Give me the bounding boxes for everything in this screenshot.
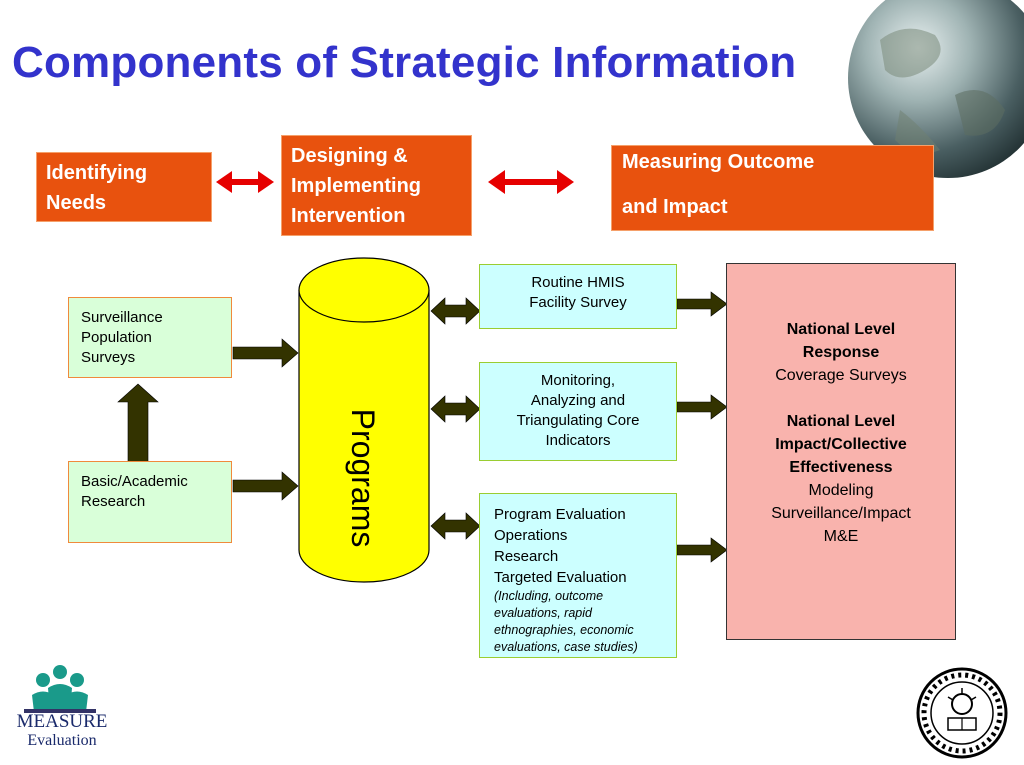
- evaluation-line-2: Operations: [494, 527, 568, 544]
- identifying-needs-box: Identifying Needs: [36, 152, 212, 222]
- national-level-box: National Level Response Coverage Surveys…: [726, 263, 956, 640]
- evaluation-note-line-1: (Including, outcome: [494, 589, 604, 603]
- monitoring-line-4: Indicators: [545, 432, 611, 449]
- red-double-arrow-left: [216, 171, 274, 193]
- arrow-research-to-programs: [232, 471, 299, 501]
- measuring-line-2: and Impact: [622, 196, 728, 218]
- identifying-needs-line-1: Identifying: [46, 162, 148, 184]
- evaluation-line-3: Research: [494, 548, 559, 565]
- arrow-research-to-surveillance: [117, 383, 159, 463]
- evaluation-note-line-3: ethnographies, economic: [494, 623, 634, 637]
- heading1-line-1: National Level: [786, 321, 896, 338]
- basic-research-line-2: Research: [81, 493, 146, 510]
- surveillance-line-1: Surveillance: [81, 309, 163, 326]
- monitoring-line-3: Triangulating Core: [516, 412, 640, 429]
- arrow-surveillance-to-programs: [232, 338, 299, 368]
- routine-line-2: Facility Survey: [529, 294, 627, 311]
- evaluation-line-1: Program Evaluation: [494, 506, 626, 523]
- programs-cylinder: [298, 257, 430, 583]
- logo-line-1: MEASURE: [16, 711, 108, 732]
- measuring-line-1: Measuring Outcome: [622, 151, 815, 173]
- arrow-routine-to-national: [676, 291, 728, 317]
- arrow-evaluation-to-national: [676, 537, 728, 563]
- heading2-line-2: Impact/Collective: [775, 436, 907, 453]
- surveillance-line-3: Surveys: [81, 349, 136, 366]
- program-evaluation-box: Program Evaluation Operations Research T…: [479, 493, 677, 658]
- page-title: Components of Strategic Information: [12, 38, 797, 87]
- red-double-arrow-right: [488, 170, 574, 194]
- measuring-outcome-box: Measuring Outcome and Impact: [611, 145, 934, 231]
- heading2-line-1: National Level: [786, 413, 896, 430]
- surveillance-line-2: Population: [81, 329, 152, 346]
- monitoring-box: Monitoring, Analyzing and Triangulating …: [479, 362, 677, 461]
- monitoring-line-2: Analyzing and: [530, 392, 626, 409]
- designing-line-3: Intervention: [291, 205, 406, 227]
- logo-line-2: Evaluation: [27, 732, 97, 749]
- basic-research-line-1: Basic/Academic: [81, 473, 188, 490]
- routine-line-1: Routine HMIS: [531, 274, 625, 291]
- arrow-monitoring-to-national: [676, 394, 728, 420]
- coverage-surveys-text: Coverage Surveys: [775, 367, 907, 384]
- heading1-line-2: Response: [802, 344, 880, 361]
- monitoring-line-1: Monitoring,: [540, 372, 616, 389]
- heading2-line-3: Effectiveness: [789, 459, 893, 476]
- routine-hmis-box: Routine HMIS Facility Survey: [479, 264, 677, 329]
- text2-line-2: Surveillance/Impact: [771, 505, 911, 522]
- text2-line-3: M&E: [823, 528, 859, 545]
- identifying-needs-line-2: Needs: [46, 192, 107, 214]
- designing-implementing-box: Designing & Implementing Intervention: [281, 135, 472, 236]
- evaluation-note-line-2: evaluations, rapid: [494, 606, 592, 620]
- measure-logo-text: MEASURE Evaluation: [14, 712, 110, 750]
- evaluation-note-line-4: evaluations, case studies): [494, 640, 638, 654]
- text2-line-1: Modeling: [808, 482, 874, 499]
- designing-line-2: Implementing: [291, 175, 422, 197]
- evaluation-line-4: Targeted Evaluation: [494, 569, 627, 586]
- basic-research-box: Basic/Academic Research: [68, 461, 232, 543]
- surveillance-surveys-box: Surveillance Population Surveys: [68, 297, 232, 378]
- designing-line-1: Designing &: [291, 145, 408, 167]
